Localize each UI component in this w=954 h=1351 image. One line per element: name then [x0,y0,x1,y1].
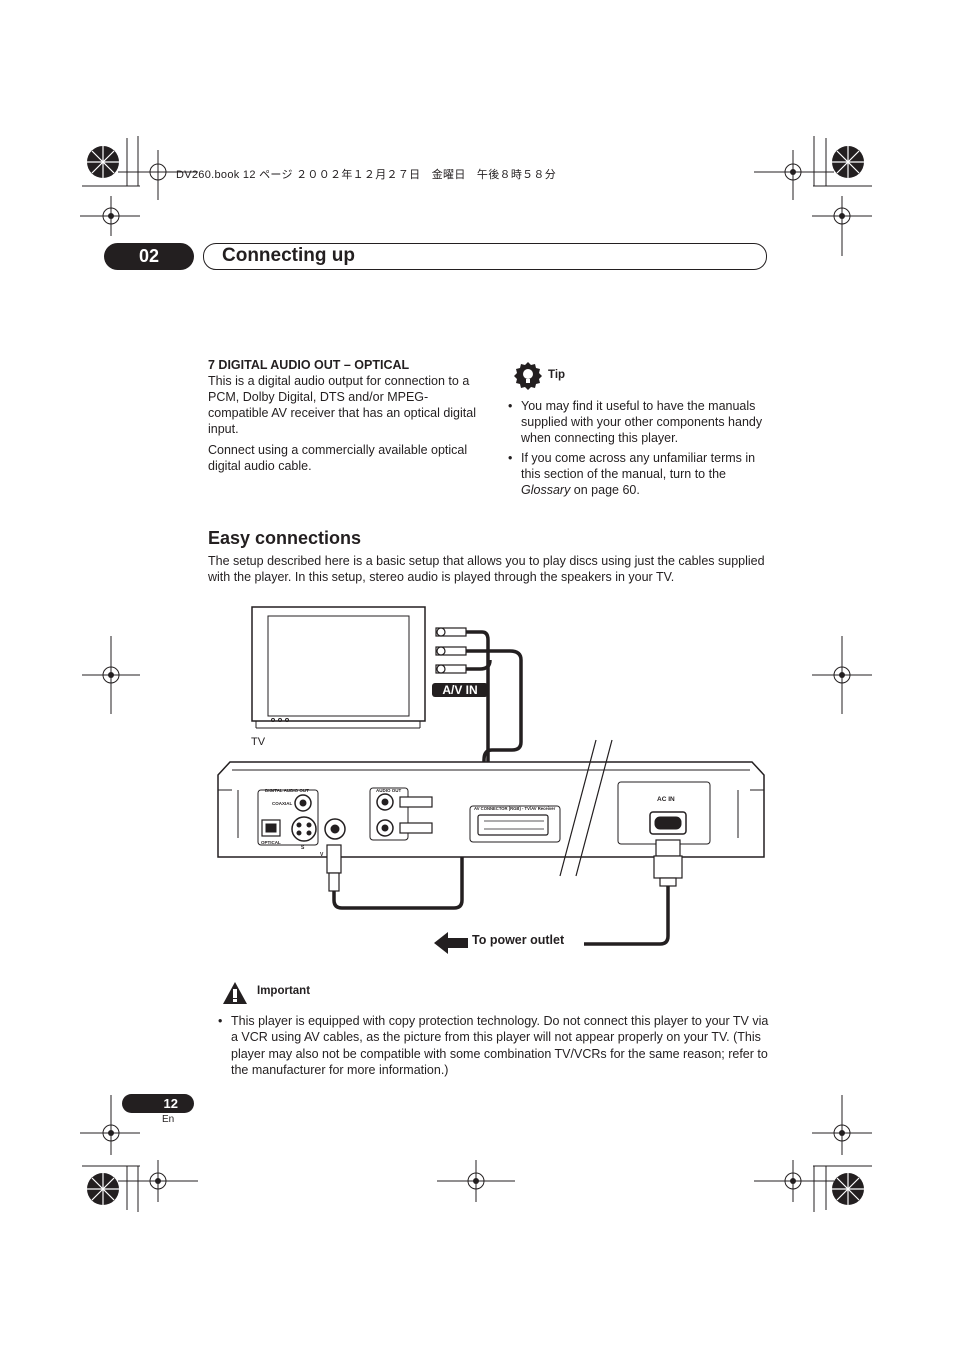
tip-list: • You may find it useful to have the man… [508,398,770,502]
tip-label: Tip [548,369,566,381]
av-connector-label: AV CONNECTOR (RGB) - TV/AV Receiver [474,806,556,811]
bullet-dot: • [508,451,513,465]
audio-out-label: AUDIO OUT [376,788,402,793]
digital-out-paragraph-1: This is a digital audio output for conne… [208,374,476,436]
bullet-dot: • [508,399,513,413]
digital-out-paragraph-2: Connect using a commercially available o… [208,443,468,473]
tv-label: TV [251,736,266,748]
lightbulb-icon [514,362,542,390]
digital-audio-out-label: DIGITAL AUDIO OUT [265,788,309,793]
print-header-info: DV260.book 12 ページ ２００２年１２月２７日 金曜日 午後８時５８… [176,169,557,181]
tip-item-text-start: If you come across any unfamiliar terms … [521,451,756,481]
av-input-plugs [435,627,467,674]
glossary-term: Glossary [521,483,571,497]
warning-icon [223,982,247,1004]
tip-item: • You may find it useful to have the man… [508,398,770,446]
tv-illustration [251,606,426,729]
important-list: • This player is equipped with copy prot… [218,1013,770,1082]
page-language: En [162,1114,175,1125]
important-item-text: This player is equipped with copy protec… [231,1014,769,1077]
section-title: Easy connections [208,528,362,548]
bullet-dot: • [218,1014,223,1028]
connection-diagram: A/V IN TV DIGITAL AUDIO OUT COAXIAL OPTI… [217,606,765,954]
tip-item: • If you come across any unfamiliar term… [508,450,770,498]
digital-out-heading: 7 DIGITAL AUDIO OUT – OPTICAL [208,358,410,372]
section-intro: The setup described here is a basic setu… [208,554,765,584]
coaxial-label: COAXIAL [272,801,293,806]
dvd-player-rear [217,761,765,858]
tip-item-text-end: on page 60. [570,483,640,497]
ac-in-label: AC IN [657,796,675,803]
important-label: Important [257,985,311,997]
digital-out-section: 7 DIGITAL AUDIO OUT – OPTICAL This is a … [208,357,480,479]
chapter-number: 02 [104,243,194,270]
optical-label: OPTICAL [261,840,281,845]
video-label: V [320,852,324,858]
av-in-label: A/V IN [442,683,477,697]
chapter-title-bar [203,243,767,270]
arrow-left-icon [434,932,468,954]
chapter-title: Connecting up [222,245,355,266]
important-item: • This player is equipped with copy prot… [218,1013,770,1078]
power-outlet-label: To power outlet [472,933,565,947]
page-number: 12 [122,1094,194,1113]
tip-item-text: You may find it useful to have the manua… [521,399,763,445]
s-video-label: S [301,845,305,851]
